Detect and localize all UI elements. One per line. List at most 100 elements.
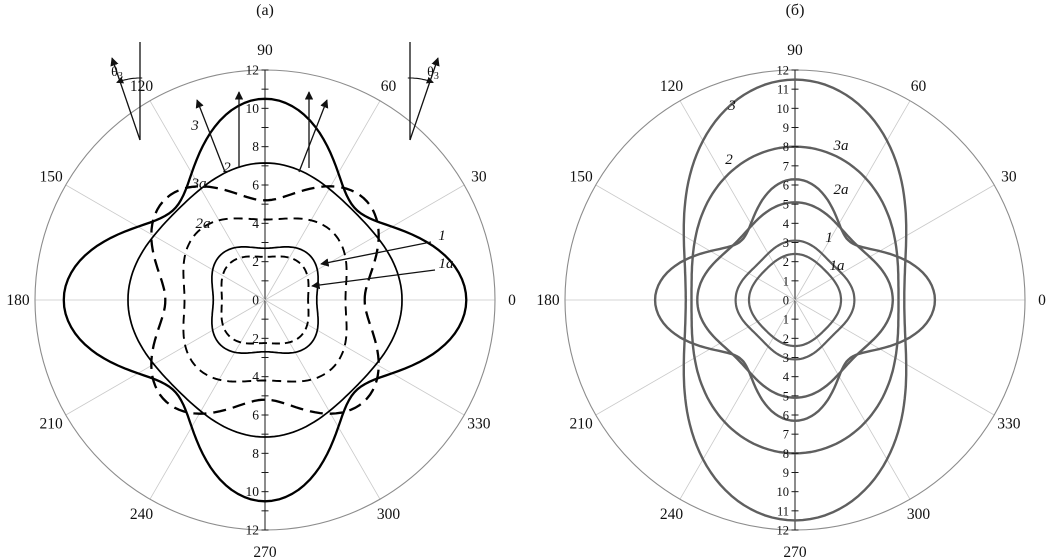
spoke-150	[65, 184, 266, 301]
arrow	[110, 57, 141, 141]
radial-label-12: 12	[777, 524, 790, 538]
curve-label-2a: 2a	[834, 182, 849, 198]
curve-label-1a: 1a	[830, 258, 845, 274]
curve-2	[653, 178, 937, 422]
radial-label-9: 9	[783, 466, 789, 480]
angle-arc	[116, 76, 143, 84]
polar-chart-b: 0112233445566778899101011111212030609012…	[536, 42, 1046, 558]
radial-label-8: 8	[783, 140, 789, 154]
curve-2a	[696, 201, 894, 399]
radial-label-2: 2	[252, 254, 259, 269]
spoke-60	[264, 100, 381, 301]
spoke-240	[679, 299, 796, 500]
curve-3	[682, 78, 908, 522]
radial-label-10: 10	[777, 102, 790, 116]
spoke-300	[794, 299, 911, 500]
radial-label-3: 3	[783, 351, 789, 365]
radial-label-7: 7	[783, 428, 789, 442]
theta-label: θ3	[111, 65, 123, 82]
angular-label-30: 30	[1001, 169, 1017, 186]
curve-label-2a: 2a	[196, 216, 211, 232]
curve-1a	[220, 255, 310, 345]
curve-3a	[150, 185, 380, 415]
radial-label-4: 4	[783, 217, 790, 231]
angular-label-120: 120	[660, 78, 684, 95]
angular-label-330: 330	[997, 416, 1021, 433]
spoke-30	[264, 184, 465, 301]
curve-label-3a: 3a	[191, 176, 207, 192]
radial-label-6: 6	[783, 179, 789, 193]
radial-label-4: 4	[252, 216, 259, 231]
angular-label-90: 90	[787, 42, 803, 59]
curve-label-3: 3	[190, 118, 199, 134]
polar-grid	[34, 69, 496, 531]
radial-label-2: 2	[252, 331, 259, 346]
angular-label-180: 180	[536, 292, 560, 309]
radial-label-4: 4	[252, 369, 259, 384]
curve-3	[62, 97, 468, 503]
angular-label-180: 180	[6, 292, 30, 309]
angular-label-240: 240	[660, 506, 684, 523]
radial-label-10: 10	[246, 101, 260, 116]
radial-label-5: 5	[783, 389, 789, 403]
curve-2	[127, 162, 403, 438]
radial-label-4: 4	[783, 370, 790, 384]
angular-label-330: 330	[467, 416, 491, 433]
radial-label-10: 10	[246, 484, 260, 499]
curve-label-2: 2	[725, 152, 733, 168]
curves	[62, 97, 468, 503]
angular-label-210: 210	[569, 416, 593, 433]
radial-label-5: 5	[783, 198, 789, 212]
radial-label-12: 12	[246, 523, 260, 538]
angular-label-270: 270	[783, 544, 807, 558]
spoke-120	[149, 100, 266, 301]
radial-label-6: 6	[252, 408, 259, 423]
curve-3a	[690, 145, 900, 455]
radial-label-7: 7	[783, 159, 789, 173]
radial-label-12: 12	[777, 64, 790, 78]
angular-label-150: 150	[569, 169, 593, 186]
curve-label-2: 2	[223, 160, 231, 176]
angular-label-120: 120	[130, 78, 154, 95]
radial-label-11: 11	[777, 504, 789, 518]
radial-label-8: 8	[252, 139, 259, 154]
spoke-210	[65, 299, 266, 416]
spoke-60	[794, 100, 911, 301]
angular-label-210: 210	[39, 416, 63, 433]
radial-label-6: 6	[783, 409, 789, 423]
radial-label-8: 8	[783, 447, 789, 461]
radial-label-9: 9	[783, 121, 789, 135]
polar-chart-a: 0224466881010121203060901201501802102402…	[6, 42, 516, 558]
arrow	[298, 99, 329, 173]
angular-label-90: 90	[257, 42, 273, 59]
angular-label-60: 60	[381, 78, 397, 95]
curve-label-1: 1	[825, 230, 833, 246]
radial-label-1: 1	[783, 313, 789, 327]
angular-label-300: 300	[377, 506, 401, 523]
spoke-330	[264, 299, 465, 416]
arrow	[311, 269, 436, 290]
radial-label-12: 12	[246, 63, 260, 78]
radial-label-11: 11	[777, 83, 789, 97]
angular-label-240: 240	[130, 506, 154, 523]
angle-arc	[407, 76, 434, 84]
curve-2a	[182, 217, 348, 383]
curve-label-3: 3	[727, 98, 736, 114]
radial-label-2: 2	[783, 332, 789, 346]
angular-label-300: 300	[907, 506, 931, 523]
curve-label-1a: 1a	[439, 256, 454, 272]
spoke-300	[264, 299, 381, 500]
curves	[653, 78, 937, 522]
spoke-120	[679, 100, 796, 301]
curve-label-1: 1	[438, 228, 446, 244]
angular-label-0: 0	[508, 292, 516, 309]
spoke-240	[149, 299, 266, 500]
angular-label-60: 60	[911, 78, 927, 95]
radial-label-0: 0	[252, 293, 259, 308]
